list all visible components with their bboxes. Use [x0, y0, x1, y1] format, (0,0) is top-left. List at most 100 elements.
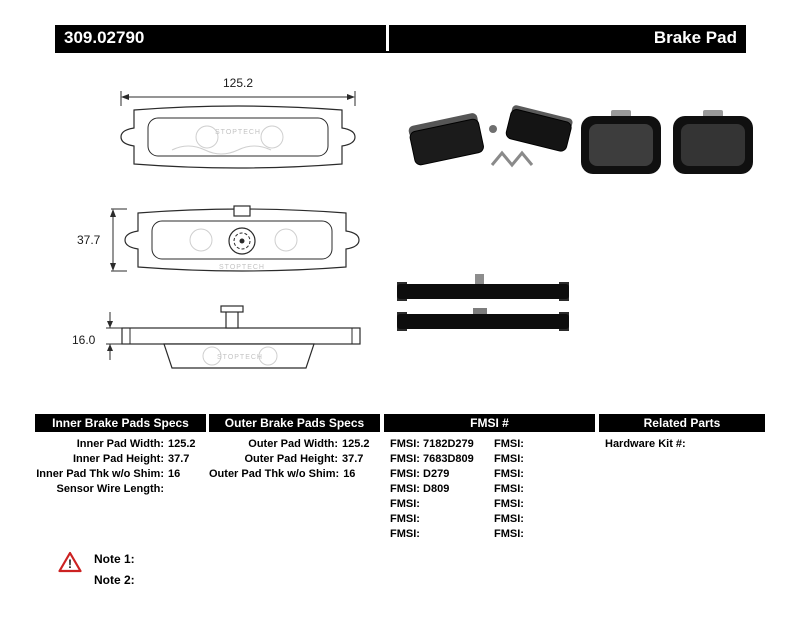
header-divider — [55, 51, 746, 53]
fmsi-label: FMSI: — [494, 453, 524, 465]
fmsi-cell: FMSI: D279 — [384, 467, 488, 482]
fmsi-cell: FMSI: — [488, 497, 524, 512]
fmsi-value: D279 — [423, 468, 450, 480]
dimension-arrow — [107, 321, 113, 328]
friction-material-side — [163, 343, 315, 369]
related-row: Hardware Kit #: — [599, 437, 765, 452]
spec-value: 125.2 — [342, 438, 370, 450]
dimension-arrow — [110, 263, 116, 271]
fmsi-label: FMSI: — [390, 453, 420, 465]
fmsi-row: FMSI: 7683D809 FMSI: — [384, 452, 595, 467]
product-type-bar: Brake Pad — [389, 25, 746, 51]
fmsi-row: FMSI: FMSI: — [384, 512, 595, 527]
product-photo-edge-views — [397, 274, 569, 331]
fmsi-cell: FMSI: — [384, 497, 488, 512]
fmsi-cell: FMSI: — [488, 482, 524, 497]
warning-glyph: ! — [68, 557, 72, 571]
watermark-text: STOPTECH — [217, 354, 263, 361]
note-1: Note 1: — [94, 552, 135, 566]
spec-label: Outer Pad Width: — [248, 438, 338, 450]
related-parts-table: Hardware Kit #: — [599, 437, 765, 452]
fmsi-cell: FMSI: D809 — [384, 482, 488, 497]
fmsi-label: FMSI: — [390, 468, 420, 480]
spec-row: Outer Pad Width: 125.2 — [209, 437, 380, 452]
fmsi-cell: FMSI: 7683D809 — [384, 452, 488, 467]
inner-specs-header: Inner Brake Pads Specs — [35, 414, 206, 432]
backing-plate-edge — [121, 327, 361, 345]
fmsi-label: FMSI: — [494, 438, 524, 450]
product-photo-pad-pair — [581, 110, 753, 174]
fmsi-row: FMSI: FMSI: — [384, 497, 595, 512]
spec-value: 16 — [343, 468, 356, 480]
watermark-swoosh — [171, 145, 272, 155]
spec-value: 16 — [168, 468, 181, 480]
fmsi-table: FMSI: 7182D279 FMSI: FMSI: 7683D809 FMSI… — [384, 437, 595, 542]
spec-label: Sensor Wire Length: — [56, 483, 164, 495]
part-number-bar: 309.02790 — [55, 25, 386, 51]
fmsi-label: FMSI: — [390, 498, 420, 510]
spec-row: Inner Pad Thk w/o Shim: 16 — [35, 467, 206, 482]
width-dimension-label: 125.2 — [223, 76, 253, 90]
spec-label: Inner Pad Height: — [72, 453, 164, 465]
spec-label: Outer Pad Height: — [244, 453, 338, 465]
fmsi-cell: FMSI: — [488, 437, 524, 452]
product-type-label: Brake Pad — [653, 28, 737, 47]
watermark-text: STOPTECH — [215, 129, 261, 136]
related-label: Hardware Kit #: — [605, 438, 686, 450]
pad-outline — [120, 105, 356, 169]
watermark-logo — [189, 228, 213, 252]
outer-specs-table: Outer Pad Width: 125.2 Outer Pad Height:… — [209, 437, 380, 482]
fmsi-row: FMSI: FMSI: — [384, 527, 595, 542]
fmsi-label: FMSI: — [494, 513, 524, 525]
fmsi-cell: FMSI: — [488, 512, 524, 527]
fmsi-cell: FMSI: — [488, 452, 524, 467]
dimension-arrow — [107, 344, 113, 351]
fmsi-header: FMSI # — [384, 414, 595, 432]
watermark-logo — [195, 125, 219, 149]
friction-surface-photo — [589, 124, 653, 166]
sensor-pin-photo — [475, 274, 484, 287]
spec-label: Inner Pad Thk w/o Shim: — [36, 468, 164, 480]
spec-value: 125.2 — [168, 438, 196, 450]
fmsi-label: FMSI: — [494, 498, 524, 510]
spec-label: Outer Pad Thk w/o Shim: — [209, 468, 340, 480]
fmsi-cell: FMSI: — [384, 527, 488, 542]
thickness-dimension-label: 16.0 — [72, 333, 96, 347]
pad-top-view-drawing: 125.2 STOPTECH — [120, 76, 356, 169]
fmsi-label: FMSI: — [390, 513, 420, 525]
fmsi-row: FMSI: D279 FMSI: — [384, 467, 595, 482]
spec-row: Outer Pad Thk w/o Shim: 16 — [209, 467, 380, 482]
fmsi-label: FMSI: — [390, 438, 420, 450]
fmsi-title: FMSI # — [470, 416, 509, 430]
fmsi-cell: FMSI: — [488, 527, 524, 542]
fmsi-label: FMSI: — [494, 468, 524, 480]
note-2: Note 2: — [94, 573, 135, 587]
friction-surface-outline — [151, 220, 333, 260]
sensor-pin — [225, 309, 239, 329]
watermark-logo — [260, 125, 284, 149]
wear-sensor-center — [239, 238, 245, 244]
spec-value — [164, 482, 206, 497]
spec-row: Sensor Wire Length: — [35, 482, 206, 497]
dimension-arrow — [121, 94, 129, 100]
fmsi-value: 7683D809 — [423, 453, 474, 465]
product-photo-pads-with-clips — [408, 105, 573, 168]
pad-front-view-drawing: 37.7 STOPTECH — [77, 205, 360, 272]
fmsi-label: FMSI: — [390, 483, 420, 495]
fmsi-cell: FMSI: 7182D279 — [384, 437, 488, 452]
part-number: 309.02790 — [64, 28, 145, 47]
dimension-arrow — [110, 209, 116, 217]
top-notch — [233, 205, 251, 217]
spec-value: 37.7 — [168, 453, 190, 465]
fmsi-cell: FMSI: — [384, 512, 488, 527]
height-dimension-label: 37.7 — [77, 233, 101, 247]
friction-surface-photo — [681, 124, 745, 166]
fmsi-value: D809 — [423, 483, 450, 495]
fmsi-value: 7182D279 — [423, 438, 474, 450]
friction-surface-outline — [147, 117, 329, 157]
pad-side-view-drawing: 16.0 STOPTECH — [72, 305, 361, 369]
spec-row: Outer Pad Height: 37.7 — [209, 452, 380, 467]
spec-row: Inner Pad Width: 125.2 — [35, 437, 206, 452]
related-parts-title: Related Parts — [643, 416, 721, 430]
fmsi-cell: FMSI: — [488, 467, 524, 482]
